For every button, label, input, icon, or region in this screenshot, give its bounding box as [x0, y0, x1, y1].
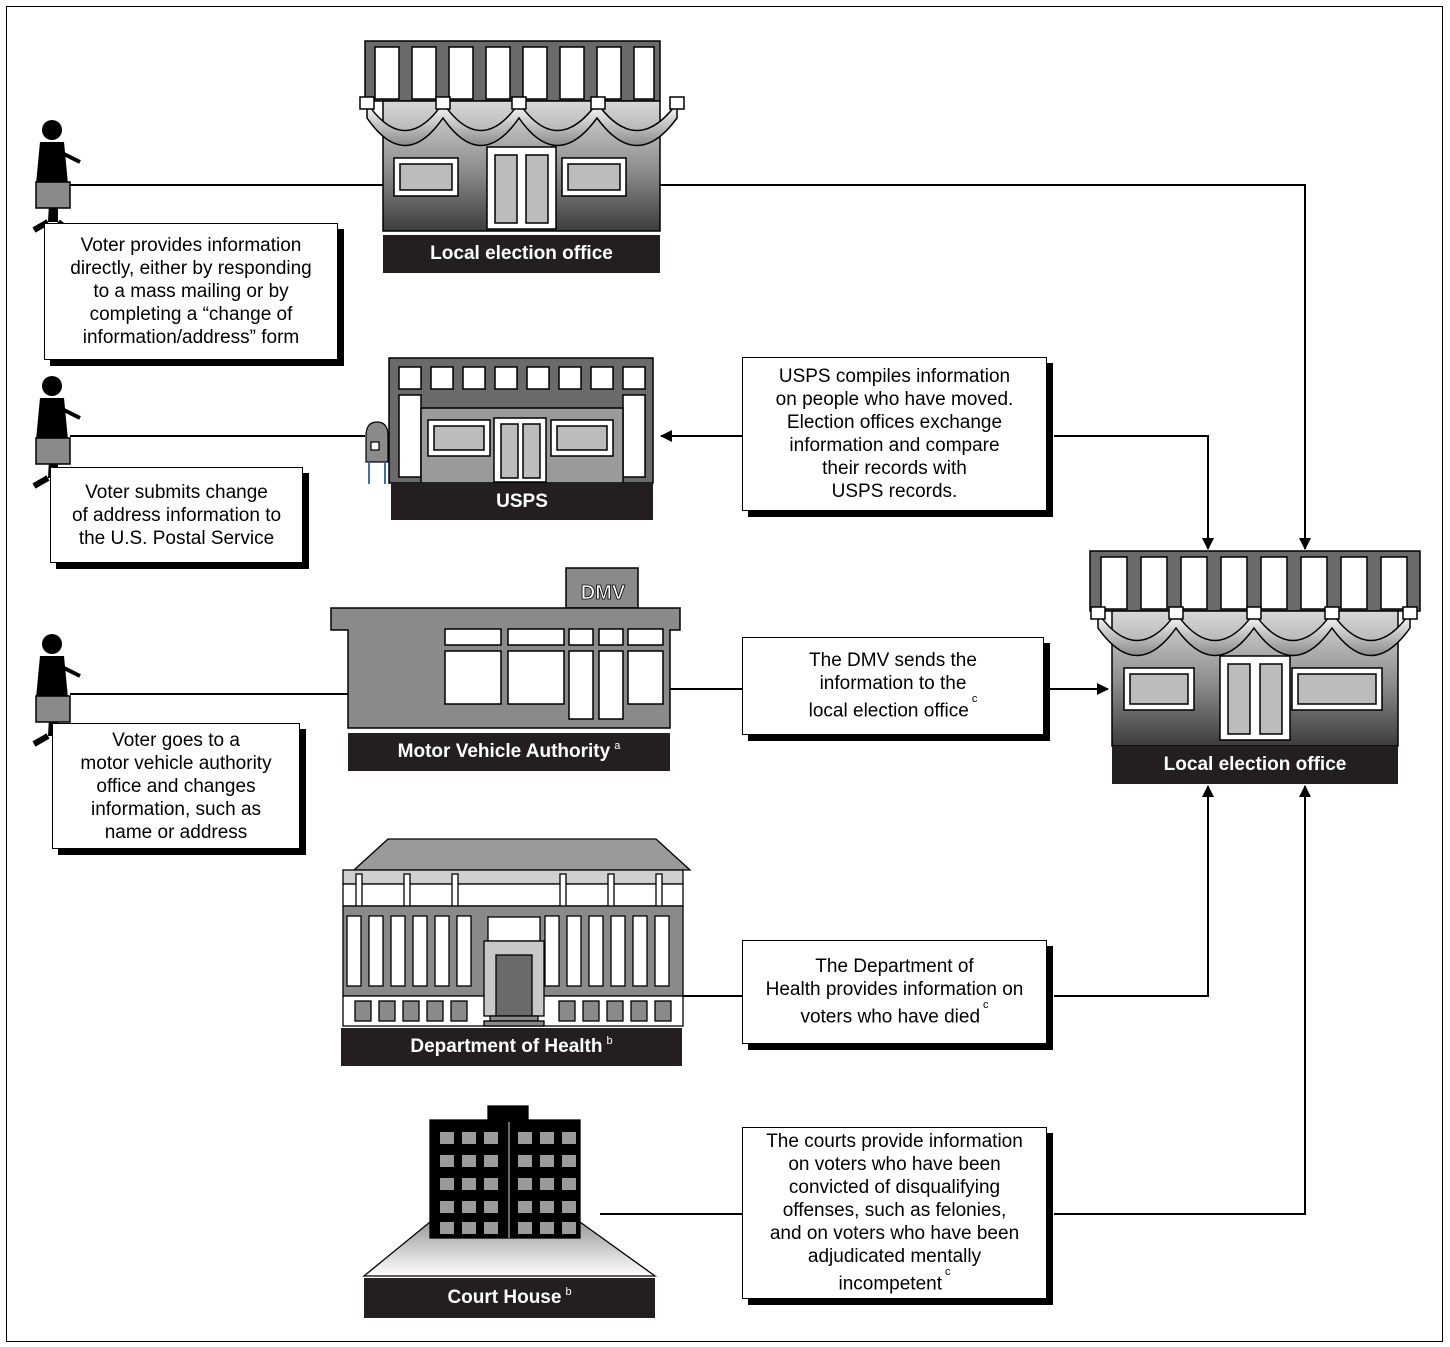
note-c: c [983, 999, 989, 1012]
election-office-top-icon [359, 40, 685, 232]
box-voter-direct: Voter provides information directly, eit… [44, 223, 338, 360]
note-c: c [945, 1266, 951, 1279]
label-local-election-office-top: Local election office [383, 235, 660, 273]
voter-2-icon [32, 376, 81, 489]
dmv-sign: DMV [581, 582, 626, 604]
voter-1-icon [32, 120, 81, 233]
arrow-usps-box-to-office [1054, 435, 1214, 550]
box-usps-compiles: USPS compiles information on people who … [742, 357, 1047, 511]
label-usps: USPS [391, 483, 653, 520]
note-b: b [606, 1035, 613, 1047]
label-local-election-office-right: Local election office [1112, 746, 1398, 784]
diagram-frame [6, 6, 1443, 1342]
usps-building-icon [388, 357, 654, 484]
note-a: a [614, 740, 621, 752]
connectors [70, 184, 1311, 1215]
box-health-provides: The Department of Health provides inform… [742, 940, 1047, 1044]
box-dmv-sends: The DMV sends the information to the loc… [742, 637, 1044, 735]
box-courts-provide: The courts provide information on voters… [742, 1127, 1047, 1299]
dmv-building-icon [330, 567, 681, 729]
box-voter-dmv: Voter goes to a motor vehicle authority … [52, 723, 300, 849]
arrow-top-office-to-right-office [660, 184, 1311, 550]
department-of-health-building-icon [342, 838, 692, 1027]
arrow-health-box-to-office [1054, 785, 1214, 997]
note-b: b [565, 1286, 572, 1298]
note-c: c [971, 693, 978, 706]
court-house-building-icon [362, 1105, 658, 1277]
election-office-right-icon [1089, 550, 1421, 747]
mailbox-icon [365, 421, 389, 484]
box-voter-usps: Voter submits change of address informat… [50, 467, 303, 563]
arrow-court-box-to-office [1054, 785, 1311, 1215]
